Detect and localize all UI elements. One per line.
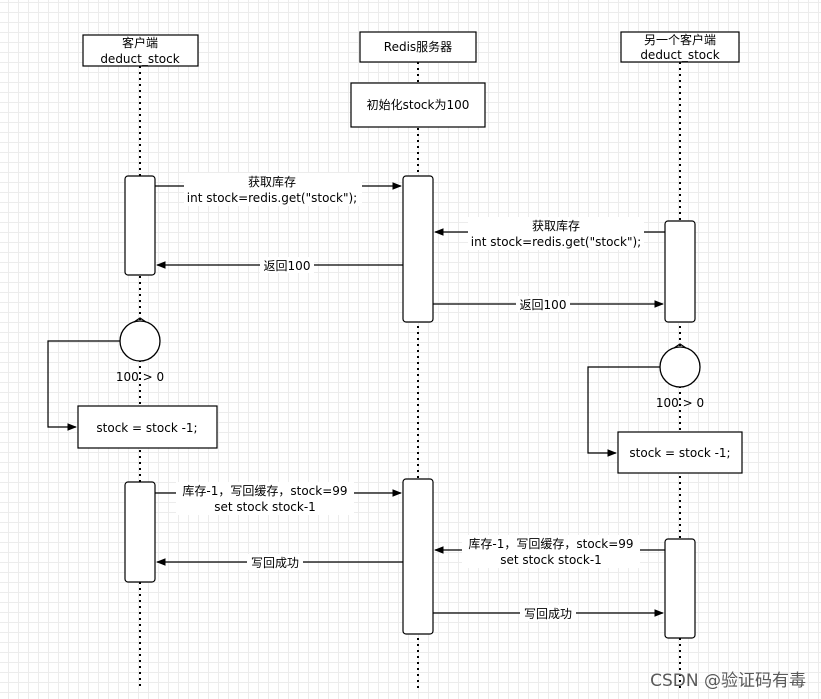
write-ok-other-label: 写回成功 <box>524 607 572 621</box>
other-write-code: set stock stock-1 <box>500 553 602 567</box>
client-participant-function: deduct_stock <box>100 52 179 66</box>
return-other-message: 返回100 <box>433 296 664 312</box>
client-write-code: set stock stock-1 <box>214 500 316 514</box>
client-participant: 客户端 deduct_stock <box>82 34 199 67</box>
other-client-activation-2 <box>664 538 696 639</box>
write-ok-other-message: 写回成功 <box>433 605 664 621</box>
other-get-stock-code: int stock=redis.get("stock"); <box>471 235 641 249</box>
client-condition: 100 > 0 <box>47 317 164 431</box>
redis-activation-1 <box>402 175 434 323</box>
other-get-stock-label: 获取库存 <box>532 218 580 233</box>
return-client-label: 返回100 <box>264 259 311 273</box>
return-client-message: 返回100 <box>156 257 403 273</box>
write-ok-client-message: 写回成功 <box>156 554 403 570</box>
client-activation-1 <box>124 175 156 276</box>
client-get-stock-message: 获取库存 int stock=redis.get("stock"); <box>155 173 402 206</box>
other-client-activation-1 <box>664 220 696 323</box>
redis-participant-name: Redis服务器 <box>384 39 452 54</box>
other-client-participant: 另一个客户端 deduct_stock <box>620 31 740 63</box>
write-ok-client-label: 写回成功 <box>251 556 299 570</box>
other-decrement-box: stock = stock -1; <box>617 431 743 474</box>
client-participant-name: 客户端 <box>122 35 158 50</box>
client-decrement-text: stock = stock -1; <box>96 421 197 435</box>
return-other-label: 返回100 <box>520 298 567 312</box>
other-condition-label: 100 > 0 <box>656 396 704 410</box>
redis-activation-2 <box>402 478 434 635</box>
other-write-message: 库存-1，写回缓存，stock=99 set stock stock-1 <box>434 535 665 568</box>
client-activation-2 <box>124 481 156 583</box>
redis-init-box: 初始化stock为100 <box>350 82 486 128</box>
other-client-participant-name: 另一个客户端 <box>644 32 716 47</box>
redis-init-text: 初始化stock为100 <box>367 98 470 112</box>
redis-participant: Redis服务器 <box>359 31 477 63</box>
client-condition-label: 100 > 0 <box>116 370 164 384</box>
client-write-label: 库存-1，写回缓存，stock=99 <box>182 483 347 498</box>
other-condition: 100 > 0 <box>587 343 704 457</box>
client-decrement-box: stock = stock -1; <box>77 405 218 449</box>
other-get-stock-message: 获取库存 int stock=redis.get("stock"); <box>434 217 665 250</box>
client-write-message: 库存-1，写回缓存，stock=99 set stock stock-1 <box>155 482 402 515</box>
watermark: CSDN @验证码有毒 <box>650 671 806 691</box>
other-write-label: 库存-1，写回缓存，stock=99 <box>468 536 633 551</box>
client-get-stock-label: 获取库存 <box>248 174 296 189</box>
client-get-stock-code: int stock=redis.get("stock"); <box>187 191 357 205</box>
other-client-participant-function: deduct_stock <box>640 48 719 62</box>
other-decrement-text: stock = stock -1; <box>629 446 730 460</box>
